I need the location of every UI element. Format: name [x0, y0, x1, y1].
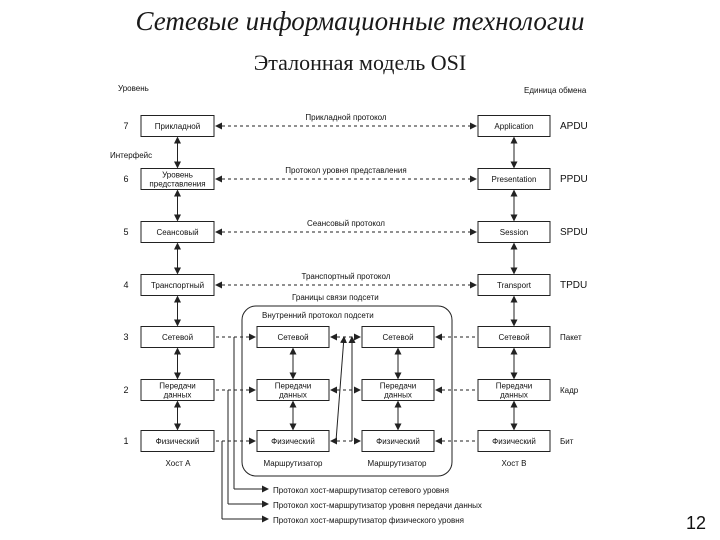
- host-b-layer-5-text: Session: [500, 228, 528, 237]
- host-b-layer-7-text: Application: [494, 122, 533, 131]
- protocol-label-4: Транспортный протокол: [302, 272, 391, 281]
- host-a-layer-1: [140, 430, 215, 452]
- page-number: 12: [685, 513, 706, 533]
- subnet-boundary-label: Границы связи подсети: [292, 293, 379, 302]
- unit-layer-3: Пакет: [560, 333, 582, 342]
- router-diag-link: [335, 336, 348, 442]
- layer-number-2: 2: [123, 385, 128, 395]
- slide-subtitle: Эталонная модель OSI: [253, 50, 467, 75]
- host-a-label: Хост А: [166, 459, 192, 468]
- unit-layer-2: Кадр: [560, 386, 579, 395]
- protocol-label-5: Сеансовый протокол: [307, 219, 385, 228]
- unit-layer-6: PPDU: [560, 174, 588, 185]
- host-a-layer-3-text: Сетевой: [162, 333, 193, 342]
- unit-layer-4: TPDU: [560, 280, 587, 291]
- protocol-label-7: Прикладной протокол: [305, 113, 387, 122]
- router2-layer-3-text: Сетевой: [382, 333, 413, 342]
- host-a-layer-4-text: Транспортный: [151, 281, 204, 290]
- layer-number-7: 7: [123, 121, 128, 131]
- host-a-layer-7-text: Прикладной: [155, 122, 200, 131]
- router1-label: Маршрутизатор: [264, 459, 324, 468]
- unit-layer-1: Бит: [560, 437, 574, 446]
- layer-number-4: 4: [123, 280, 128, 290]
- connectors: [174, 122, 518, 523]
- legend-physical: Протокол хост-маршрутизатор физического …: [273, 516, 464, 525]
- router2-layer-1-text: Физический: [376, 437, 420, 446]
- router1-layer-1: [256, 430, 330, 452]
- router1-layer-3-text: Сетевой: [277, 333, 308, 342]
- layer-number-1: 1: [123, 436, 128, 446]
- host-b-label: Хост В: [502, 459, 527, 468]
- legend-datalink: Протокол хост-маршрутизатор уровня перед…: [273, 501, 482, 510]
- layer-number-6: 6: [123, 174, 128, 184]
- host-b-layer-6-text: Presentation: [492, 175, 537, 184]
- layer-number-5: 5: [123, 227, 128, 237]
- host-b-layer-4-text: Transport: [497, 281, 532, 290]
- slide-title: Сетевые информационные технологии: [135, 6, 585, 36]
- interface-label: Интерфейс: [110, 151, 152, 160]
- router1-layer-1-text: Физический: [271, 437, 315, 446]
- protocol-label-6: Протокол уровня представления: [285, 166, 406, 175]
- layer-rows: 7 Прикладной Application APDU Прикладной про…: [123, 113, 588, 452]
- host-b-layer-1-text: Физический: [492, 437, 536, 446]
- unit-layer-5: SPDU: [560, 227, 588, 238]
- unit-layer-7: APDU: [560, 121, 588, 132]
- router2-label: Маршрутизатор: [368, 459, 428, 468]
- level-header: Уровень: [118, 84, 149, 93]
- host-a-layer-5-text: Сеансовый: [156, 228, 198, 237]
- router2-layer-1: [361, 430, 435, 452]
- host-b-layer-3-text: Сетевой: [498, 333, 529, 342]
- legend-network: Протокол хост-маршрутизатор сетевого уро…: [273, 486, 449, 495]
- unit-header: Единица обмена: [524, 86, 587, 95]
- host-b-layer-1: [477, 430, 551, 452]
- host-a-layer-1-text: Физический: [156, 437, 200, 446]
- layer-number-3: 3: [123, 332, 128, 342]
- subnet-frame: [241, 305, 453, 477]
- subnet-internal-label: Внутренний протокол подсети: [262, 311, 374, 320]
